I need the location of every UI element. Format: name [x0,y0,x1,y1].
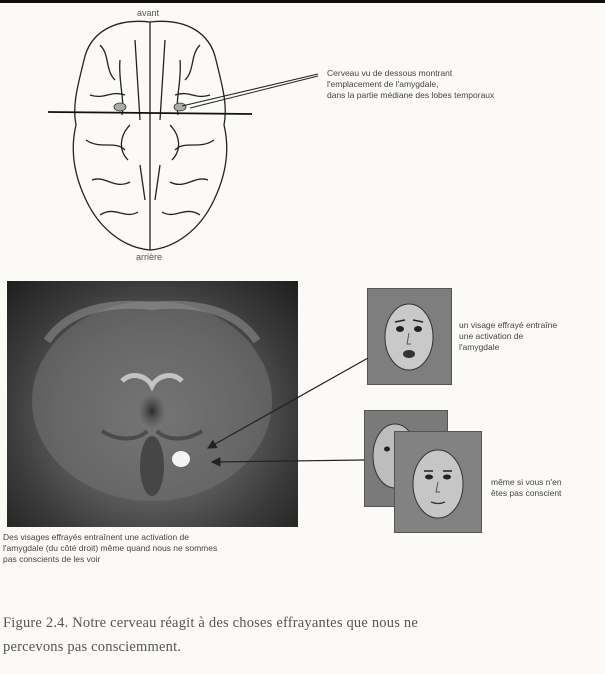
mri-caption: Des visages effrayés entraînent une acti… [3,532,303,565]
mri-caption-line-3: pas conscients de les voir [3,554,303,565]
arrow-conscious-face [208,358,368,448]
mri-caption-line-2: l'amygdale (du côté droit) même quand no… [3,543,303,554]
arrow-masked-face [212,460,364,462]
mri-caption-line-1: Des visages effrayés entraînent une acti… [3,532,303,543]
figure-caption-line-1: Figure 2.4. Notre cerveau réagit à des c… [3,611,603,635]
figure-caption-line-2: percevons pas consciemment. [3,635,603,659]
figure-caption: Figure 2.4. Notre cerveau réagit à des c… [3,611,603,659]
